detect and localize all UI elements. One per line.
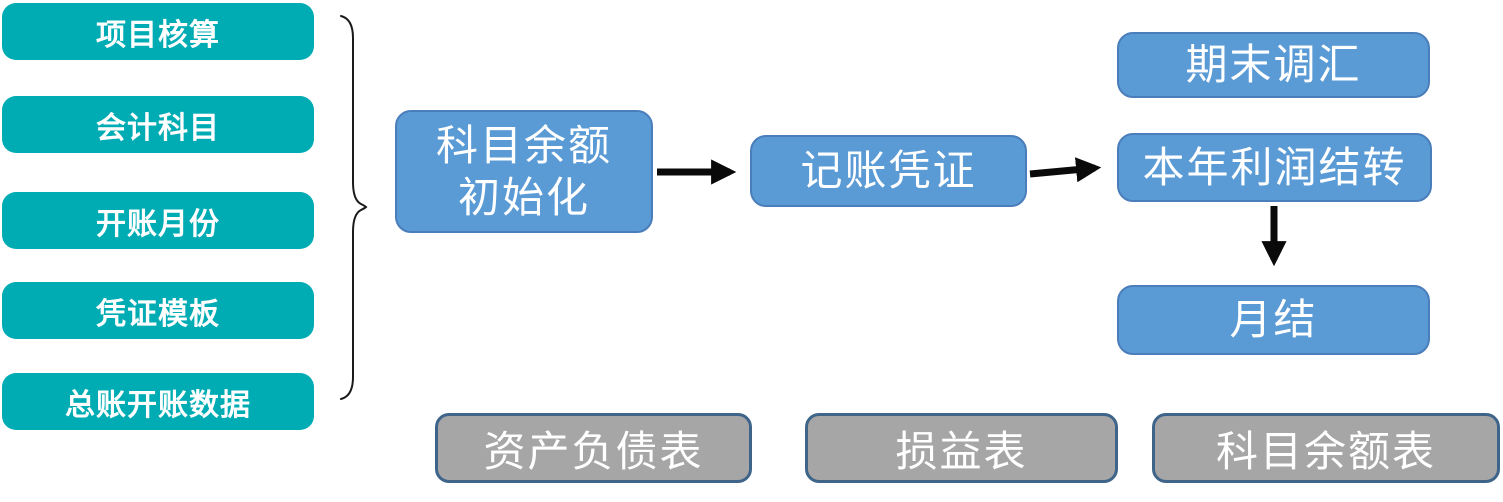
setup-item-label: 会计科目	[96, 111, 220, 145]
flow-node-bookkeeping-voucher: 记账凭证	[750, 135, 1027, 207]
report-box-subject-balance-report: 科目余额表	[1152, 413, 1500, 483]
report-box-label: 科目余额表	[1215, 427, 1436, 475]
flow-node-period-end-fx-adjustment: 期末调汇	[1117, 32, 1430, 98]
flow-node-label-line2: 初始化	[457, 173, 590, 221]
report-box-income-statement: 损益表	[805, 413, 1118, 483]
report-box-balance-sheet: 资产负债表	[435, 413, 752, 483]
flow-node-label: 月结	[1229, 296, 1318, 344]
flow-node-current-year-profit-transfer: 本年利润结转	[1117, 133, 1432, 202]
flow-node-label: 本年利润结转	[1142, 143, 1407, 191]
flow-node-label: 记账凭证	[800, 147, 977, 195]
flow-node-subject-balance-init: 科目余额 初始化	[395, 110, 653, 233]
setup-item-opening-month: 开账月份	[2, 192, 314, 249]
report-box-label: 损益表	[895, 427, 1028, 475]
flow-node-month-end-closing: 月结	[1117, 285, 1430, 355]
flow-node-label: 期末调汇	[1185, 41, 1362, 89]
setup-item-label: 凭证模板	[96, 297, 220, 331]
setup-item-project-accounting: 项目核算	[2, 3, 314, 60]
setup-item-voucher-template: 凭证模板	[2, 282, 314, 339]
setup-item-label: 开账月份	[96, 207, 220, 241]
report-box-label: 资产负债表	[483, 427, 704, 475]
arrow-voucher-to-profit-icon	[1029, 157, 1102, 183]
setup-item-label: 项目核算	[96, 18, 220, 52]
setup-item-gl-opening-data: 总账开账数据	[2, 373, 314, 430]
setup-item-label: 总账开账数据	[65, 388, 251, 422]
flow-node-label: 科目余额 初始化	[436, 120, 612, 222]
setup-group-brace-icon	[340, 15, 368, 400]
setup-item-accounting-subjects: 会计科目	[2, 96, 314, 153]
flow-node-label-line1: 科目余额	[435, 122, 612, 170]
